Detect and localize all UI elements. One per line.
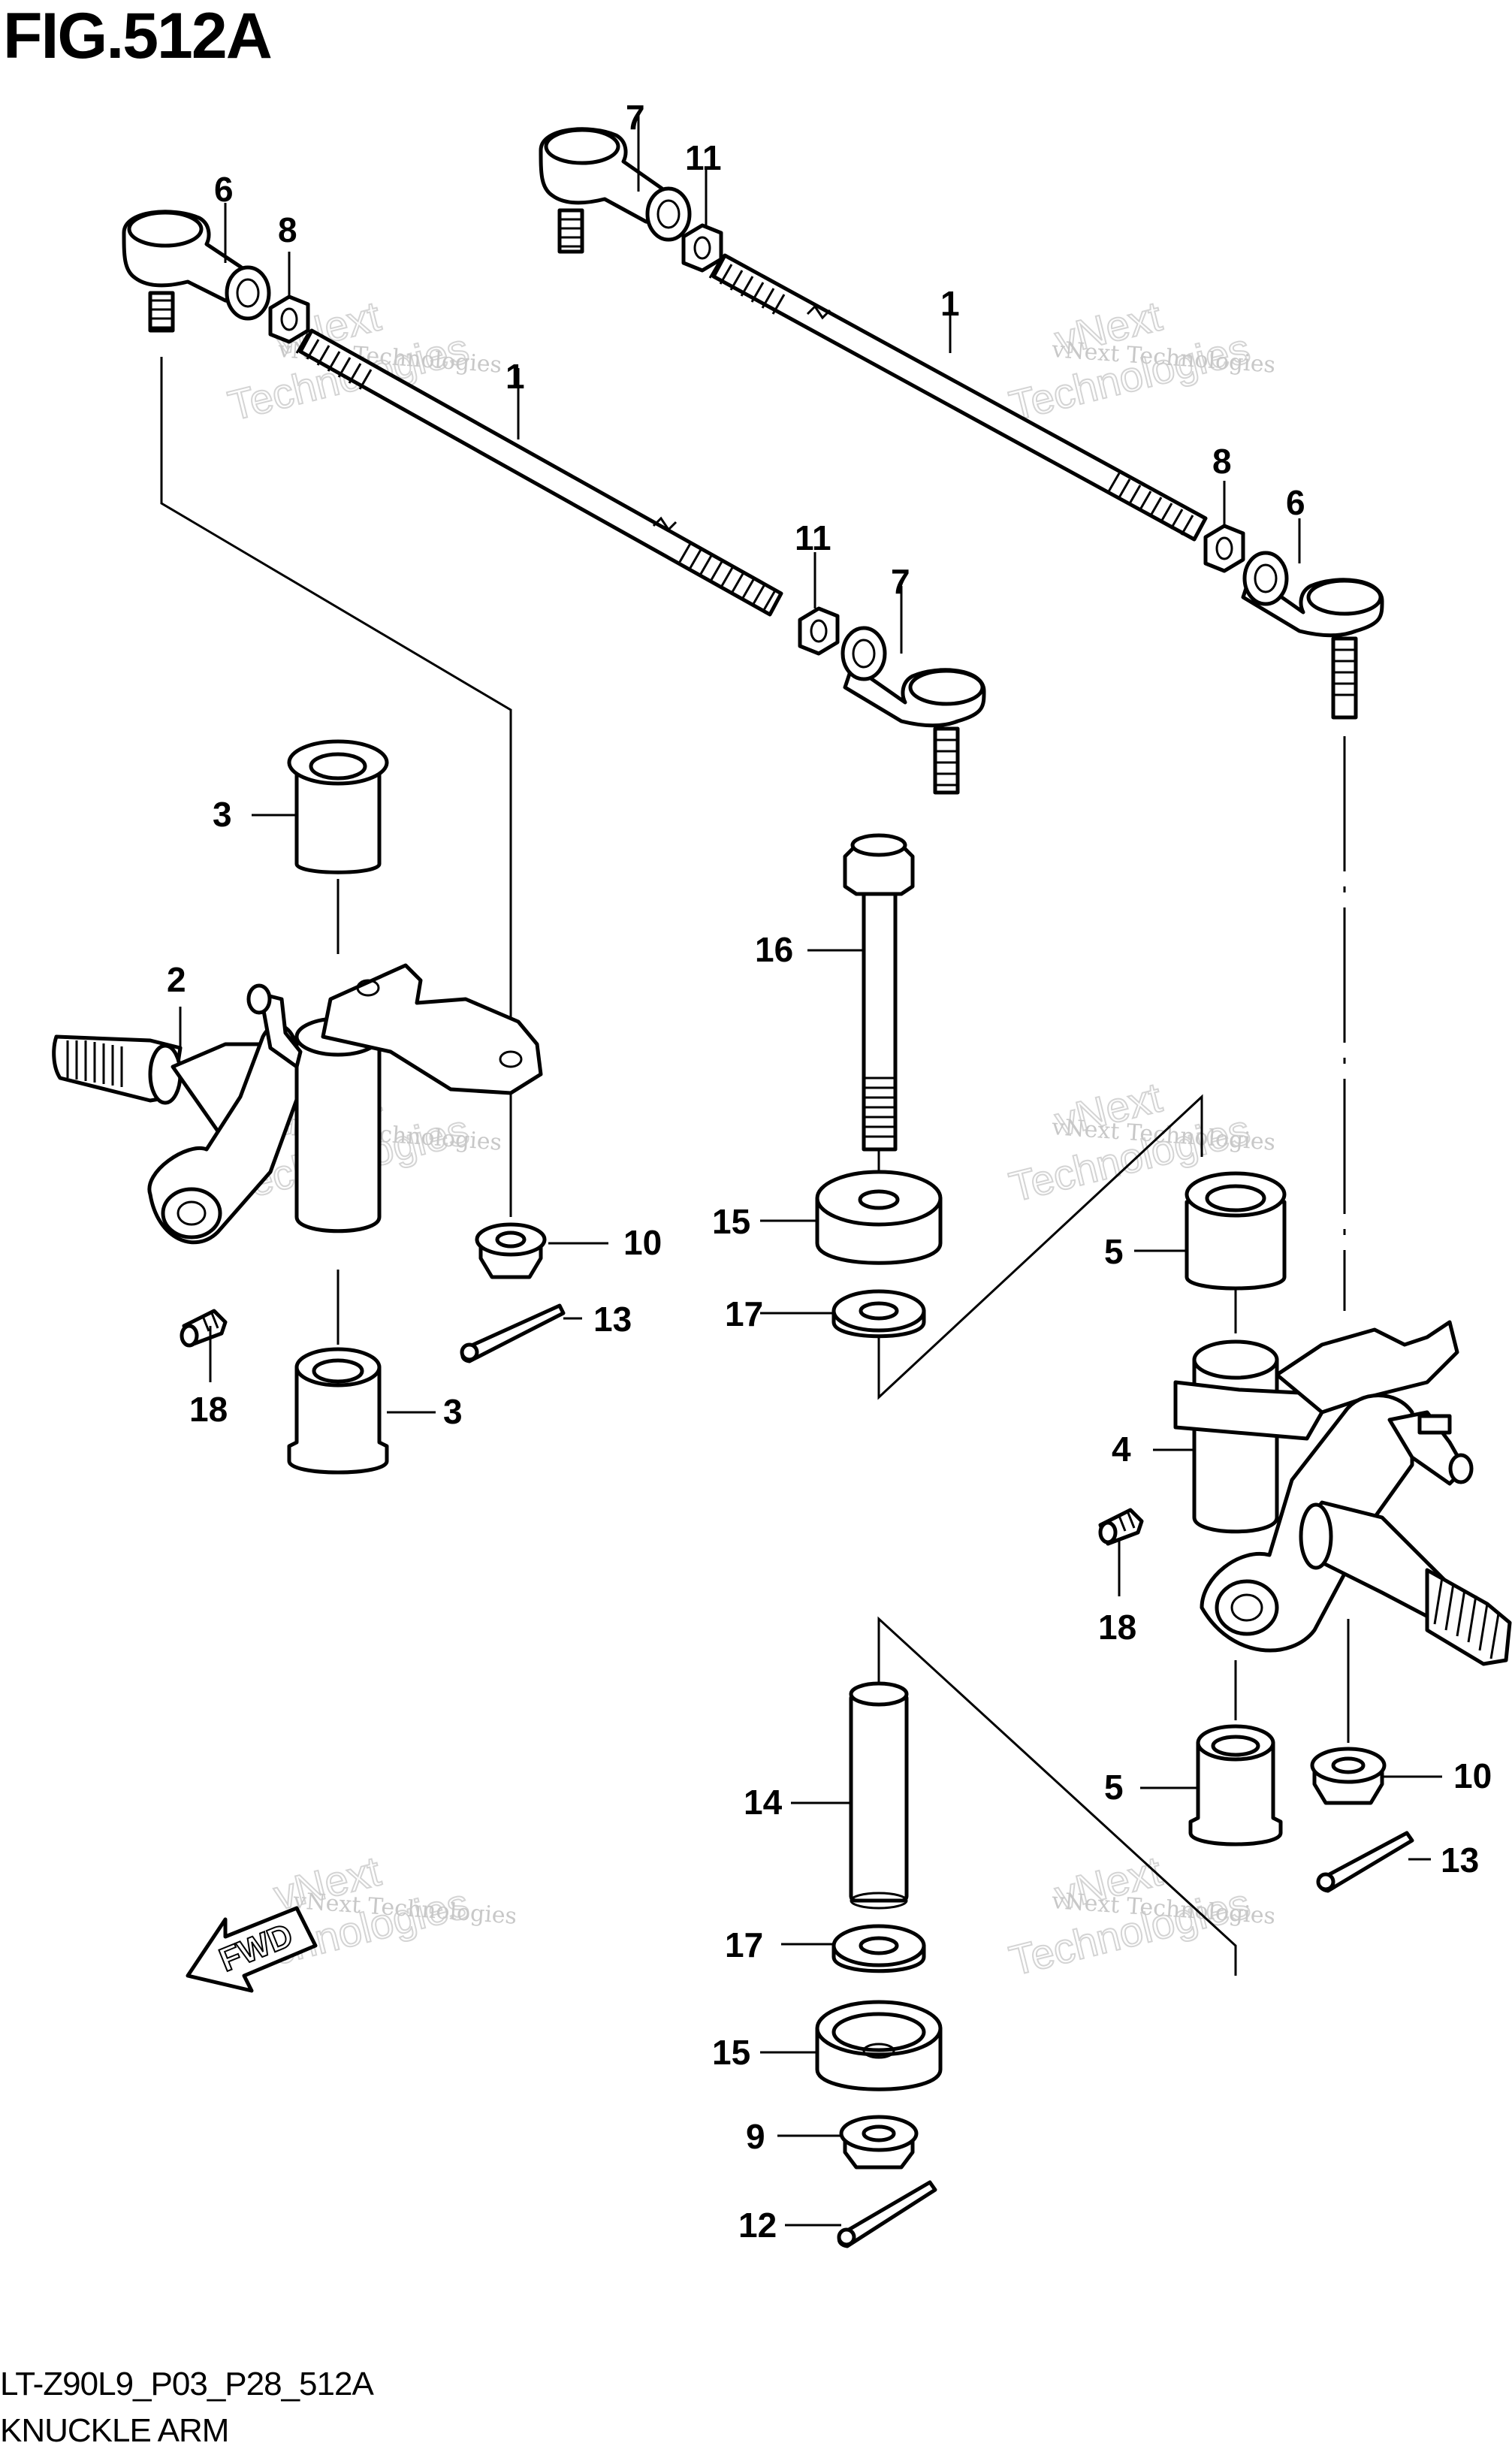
nut-11-bottom [798, 606, 840, 656]
callout-2: 2 [167, 960, 186, 999]
callout-6: 6 [214, 170, 234, 209]
callout-15: 15 [712, 1202, 750, 1241]
model-code: LT-Z90L9_P03_P28_512A [0, 2366, 374, 2402]
callout-3: 3 [443, 1392, 463, 1431]
bolt-16 [843, 833, 915, 1152]
callout-7: 7 [626, 98, 645, 137]
tie-rod-left [295, 328, 783, 617]
spacer-15-bottom [815, 2000, 943, 2091]
spacer-15-top [815, 1170, 943, 1265]
callout-15: 15 [712, 2033, 750, 2072]
callout-18: 18 [1098, 1608, 1136, 1647]
washer-17-bottom [831, 1924, 926, 1973]
cotter-pin-13-left [460, 1303, 566, 1363]
callout-9: 9 [746, 2117, 765, 2156]
callout-5: 5 [1104, 1768, 1124, 1807]
callout-13: 13 [1441, 1840, 1479, 1880]
callout-14: 14 [744, 1783, 783, 1822]
callout-18: 18 [189, 1390, 228, 1429]
bushing-3-bottom [287, 1347, 389, 1475]
bushing-3-top [287, 739, 389, 874]
cotter-pin-12 [837, 2180, 937, 2248]
callout-1: 1 [506, 357, 525, 396]
callouts: 1 1 2 3 3 4 5 5 6 6 7 7 8 8 9 10 10 11 1… [167, 98, 1492, 2245]
callout-4: 4 [1112, 1430, 1131, 1469]
callout-7: 7 [891, 562, 910, 601]
nut-8-right [1203, 524, 1245, 573]
nut-8-left [268, 294, 310, 344]
callout-17: 17 [725, 1925, 763, 1964]
callout-1: 1 [940, 284, 960, 323]
bushing-5-bottom [1188, 1724, 1283, 1847]
tie-rod-end-7-bottom [841, 626, 986, 795]
castle-nut-10-left [475, 1222, 547, 1279]
figure-name: KNUCKLE ARM [0, 2412, 229, 2449]
shaft-14 [849, 1681, 909, 1910]
tie-rod-end-6-left [122, 210, 271, 333]
tie-rod-end-7-top [539, 127, 692, 254]
callout-11: 11 [795, 518, 831, 557]
callout-10: 10 [623, 1223, 662, 1262]
callout-13: 13 [593, 1300, 632, 1339]
axis-line-center-upper [877, 1094, 1203, 1400]
castle-nut-9 [839, 2115, 919, 2170]
callout-16: 16 [755, 930, 793, 969]
callout-17: 17 [725, 1294, 763, 1333]
callout-3: 3 [213, 795, 232, 834]
tie-rod-right [708, 253, 1208, 542]
callout-8: 8 [1212, 442, 1232, 481]
callout-12: 12 [738, 2206, 777, 2245]
cotter-pin-13-right [1316, 1831, 1414, 1893]
bushing-5-top [1185, 1171, 1287, 1291]
washer-17-top [831, 1289, 926, 1339]
callout-5: 5 [1104, 1232, 1124, 1271]
callout-8: 8 [278, 210, 297, 249]
callout-11: 11 [685, 138, 722, 177]
tie-rod-end-6-right [1241, 551, 1384, 720]
grease-nipple-18-right [1098, 1508, 1144, 1546]
callout-6: 6 [1286, 483, 1305, 522]
axis-line-left-tie-rod [160, 357, 512, 1022]
nut-11-top [681, 223, 723, 273]
figure-title: FIG.512A [3, 0, 273, 72]
knuckle-arm-left [52, 963, 543, 1245]
leader-lines [179, 113, 1442, 2227]
grease-nipple-18-left [180, 1309, 228, 1348]
castle-nut-10-right [1310, 1747, 1387, 1805]
knuckle-arm-right [1173, 1320, 1512, 1666]
callout-10: 10 [1453, 1756, 1492, 1795]
axis-line-center-lower [877, 1616, 1237, 1976]
